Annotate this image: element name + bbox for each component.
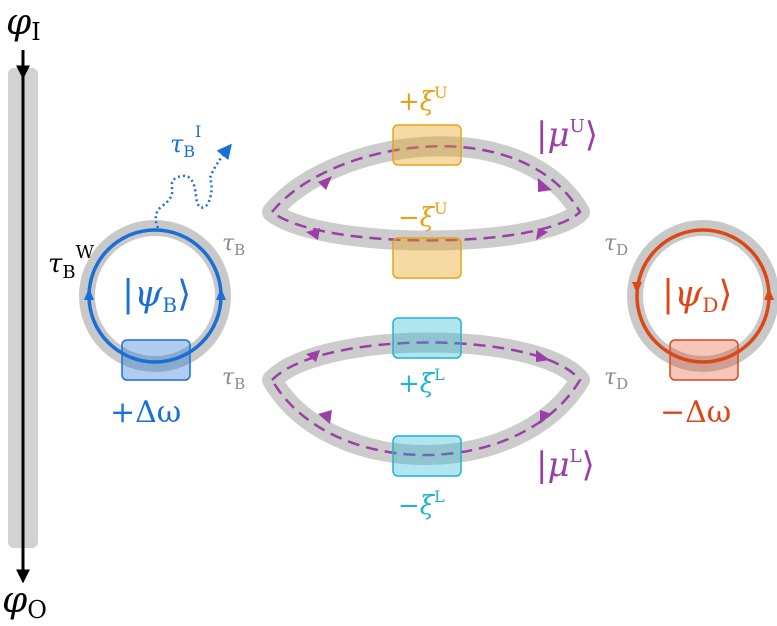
lower-bottom-heater	[392, 435, 462, 477]
upper-bottom-heater	[392, 237, 462, 279]
bus-waveguide	[8, 50, 38, 584]
upper-loop-arrow-2	[538, 178, 552, 192]
intrinsic-loss-wave	[154, 143, 232, 229]
dark-detuning-label: −Δω	[660, 395, 731, 430]
dark-resonator	[627, 220, 777, 381]
dark-state-ket: |ψD⟩	[662, 274, 732, 317]
dark-ring-arrow-left	[632, 282, 642, 294]
bright-ring-arrow-left	[84, 288, 94, 300]
lower-loop-arrow-4	[318, 410, 332, 424]
lower-loop-arrow-2	[536, 350, 550, 362]
lower-loop-path	[270, 341, 582, 457]
dark-heater	[669, 339, 739, 381]
upper-top-shift-label: +ξU	[398, 83, 448, 117]
upper-loop-arrow-4	[306, 228, 320, 240]
upper-loop	[262, 124, 590, 279]
intrinsic-loss-label: τBI	[170, 122, 201, 161]
upper-loop-path	[270, 145, 582, 242]
bright-waveguide-coupling-label: τBW	[48, 242, 95, 283]
lower-state-ket: |μL⟩	[536, 445, 595, 485]
input-field-label: φI	[6, 2, 41, 46]
output-field-label: φO	[2, 580, 47, 624]
bright-resonator	[79, 220, 231, 381]
bright-detuning-label: +Δω	[110, 395, 181, 430]
lower-bottom-shift-label: −ξL	[398, 487, 445, 521]
upper-state-ket: |μU⟩	[536, 115, 598, 155]
bright-heater	[121, 339, 191, 381]
lower-right-coupling-label: τD	[604, 365, 628, 393]
lower-loop	[262, 317, 590, 477]
lower-top-shift-label: +ξL	[398, 365, 445, 399]
upper-loop-arrow-1	[318, 176, 332, 190]
lower-left-coupling-label: τB	[222, 365, 245, 393]
lower-loop-arrow-1	[306, 350, 320, 362]
dark-ring-arrow-right	[764, 288, 774, 300]
upper-bottom-shift-label: −ξU	[398, 199, 448, 233]
upper-loop-arrow-3	[536, 228, 548, 240]
lower-loop-arrow-3	[540, 410, 552, 424]
upper-left-coupling-label: τB	[222, 231, 245, 259]
lower-top-heater	[392, 317, 462, 359]
upper-top-heater	[392, 124, 462, 166]
upper-right-coupling-label: τD	[604, 231, 628, 259]
bright-ring-arrow-right	[216, 288, 226, 300]
bright-state-ket: |ψB⟩	[122, 274, 191, 317]
